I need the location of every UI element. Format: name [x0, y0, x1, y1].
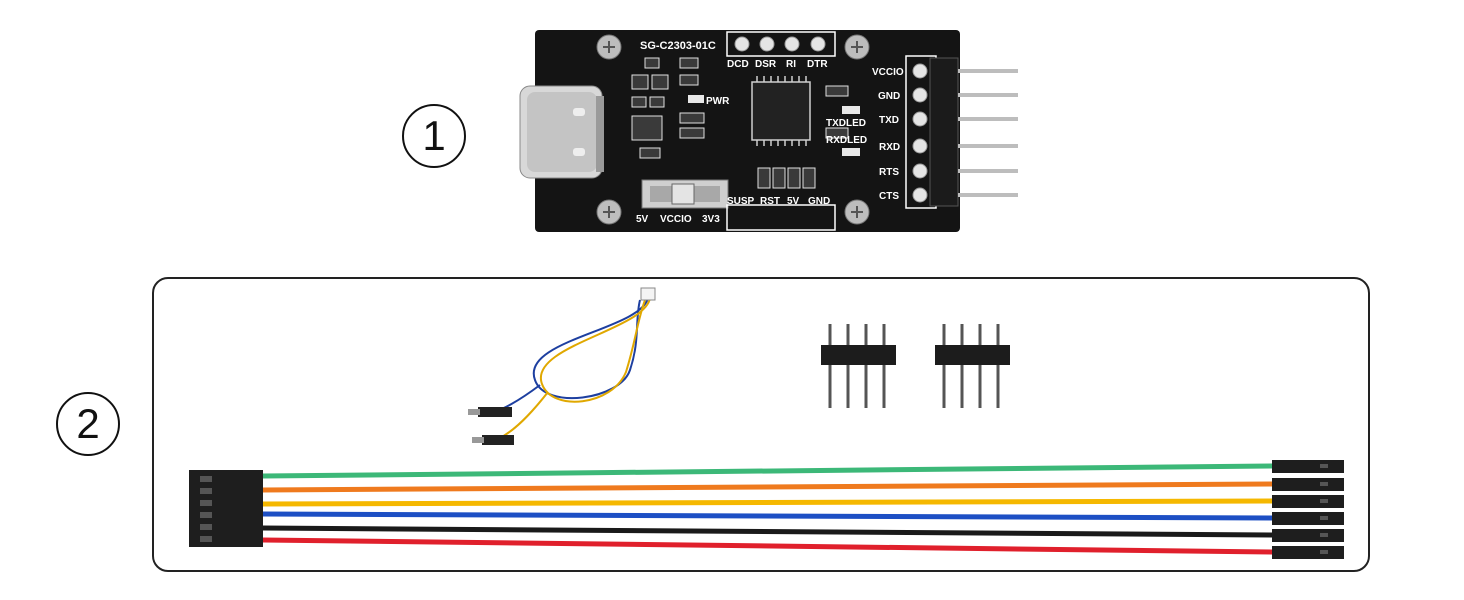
- side-pin-label-gnd: GND: [878, 91, 900, 102]
- tx-led: [842, 106, 860, 114]
- mount-screw: [596, 199, 622, 225]
- bottom-pin-label-gnd: GND: [808, 196, 830, 207]
- side-pin-label-rxd: RXD: [879, 142, 900, 153]
- bottom-pin-label-rst: RST: [760, 196, 780, 207]
- ch343-chip: [751, 76, 811, 146]
- bottom-pin-label-5v: 5V: [787, 196, 800, 207]
- top-header-outline: [726, 31, 836, 57]
- mount-screw: [844, 199, 870, 225]
- pin-header-4pin: [821, 324, 896, 408]
- wire-blue: [262, 511, 1275, 521]
- mount-screw: [596, 34, 622, 60]
- wire-orange: [262, 481, 1275, 493]
- side-pin-label-cts: CTS: [879, 191, 899, 202]
- top-pin-label-dtr: DTR: [807, 59, 828, 70]
- wire-green: [262, 463, 1275, 479]
- bottom-header-outline: [726, 204, 836, 231]
- smd-components: [631, 57, 849, 189]
- callout-1: 1: [402, 104, 466, 168]
- bottom-pin-label-susp: SUSP: [727, 196, 755, 207]
- switch-label-vccio: VCCIO: [660, 214, 692, 225]
- wire-yellow: [262, 498, 1275, 507]
- side-pin-label-rts: RTS: [879, 167, 899, 178]
- side-pin-label-txd: TXD: [879, 115, 899, 126]
- top-header-pads: [734, 36, 826, 52]
- wire-red: [262, 537, 1275, 555]
- pwr-led: [688, 95, 704, 103]
- jst-to-dupont-cable: [468, 287, 656, 445]
- rx-led: [842, 148, 860, 156]
- mount-screw: [844, 34, 870, 60]
- side-pin-label-vccio: VCCIO: [872, 67, 904, 78]
- voltage-slide-switch: [641, 179, 729, 209]
- rx-led-label: RXDLED: [826, 135, 867, 146]
- switch-label-3v3: 3V3: [702, 214, 720, 225]
- top-pin-label-dcd: DCD: [727, 59, 749, 70]
- pwr-led-label: PWR: [706, 96, 730, 107]
- switch-label-5v: 5V: [636, 214, 649, 225]
- usb-uart-board: SG-C2303-01C DCD DSR RI DTR SUSP RST 5V …: [519, 30, 1018, 232]
- pin-header-4pin: [935, 324, 1010, 408]
- 6pin-housing: [189, 470, 263, 547]
- single-dupont-housings: [1272, 460, 1344, 559]
- usb-c-connector: [519, 85, 604, 179]
- side-pin-header: [912, 57, 1018, 207]
- callout-2: 2: [56, 392, 120, 456]
- wire-black: [262, 525, 1275, 538]
- accessory-kit-box: [152, 277, 1370, 572]
- rainbow-dupont-cable: [189, 460, 1344, 559]
- top-pin-label-dsr: DSR: [755, 59, 777, 70]
- top-pin-label-ri: RI: [786, 59, 796, 70]
- tx-led-label: TXDLED: [826, 118, 866, 129]
- board-model-label: SG-C2303-01C: [640, 40, 716, 52]
